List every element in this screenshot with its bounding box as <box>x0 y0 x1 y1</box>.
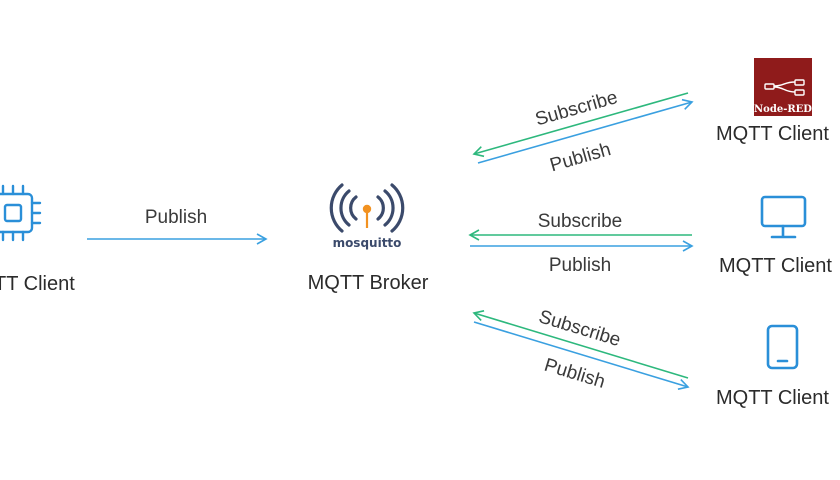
node-red-logo: Node-RED <box>754 58 812 116</box>
desktop-client-label: MQTT Client <box>719 255 832 277</box>
chip-icon <box>0 184 42 242</box>
node-red-client-label: MQTT Client <box>716 123 829 145</box>
bottom-publish-arrow <box>473 321 690 390</box>
desktop-monitor-icon <box>760 195 807 239</box>
bottom-subscribe-arrow <box>472 310 689 379</box>
left-publish-label: Publish <box>145 207 207 228</box>
node-red-logo-text: Node-RED <box>754 104 812 115</box>
mobile-client-label: MQTT Client <box>716 387 829 409</box>
top-publish-label: Publish <box>548 139 614 176</box>
mosquitto-logo: mosquitto <box>329 183 405 250</box>
middle-publish-label: Publish <box>549 255 611 276</box>
top-publish-arrow <box>477 98 694 164</box>
mobile-phone-icon <box>766 324 799 370</box>
left-client-label: TT Client <box>0 273 75 295</box>
middle-subscribe-label: Subscribe <box>538 211 623 232</box>
mosquitto-logo-text: mosquitto <box>333 236 402 250</box>
broker-label: MQTT Broker <box>308 272 429 294</box>
top-subscribe-arrow <box>472 92 689 158</box>
top-subscribe-label: Subscribe <box>533 87 620 130</box>
